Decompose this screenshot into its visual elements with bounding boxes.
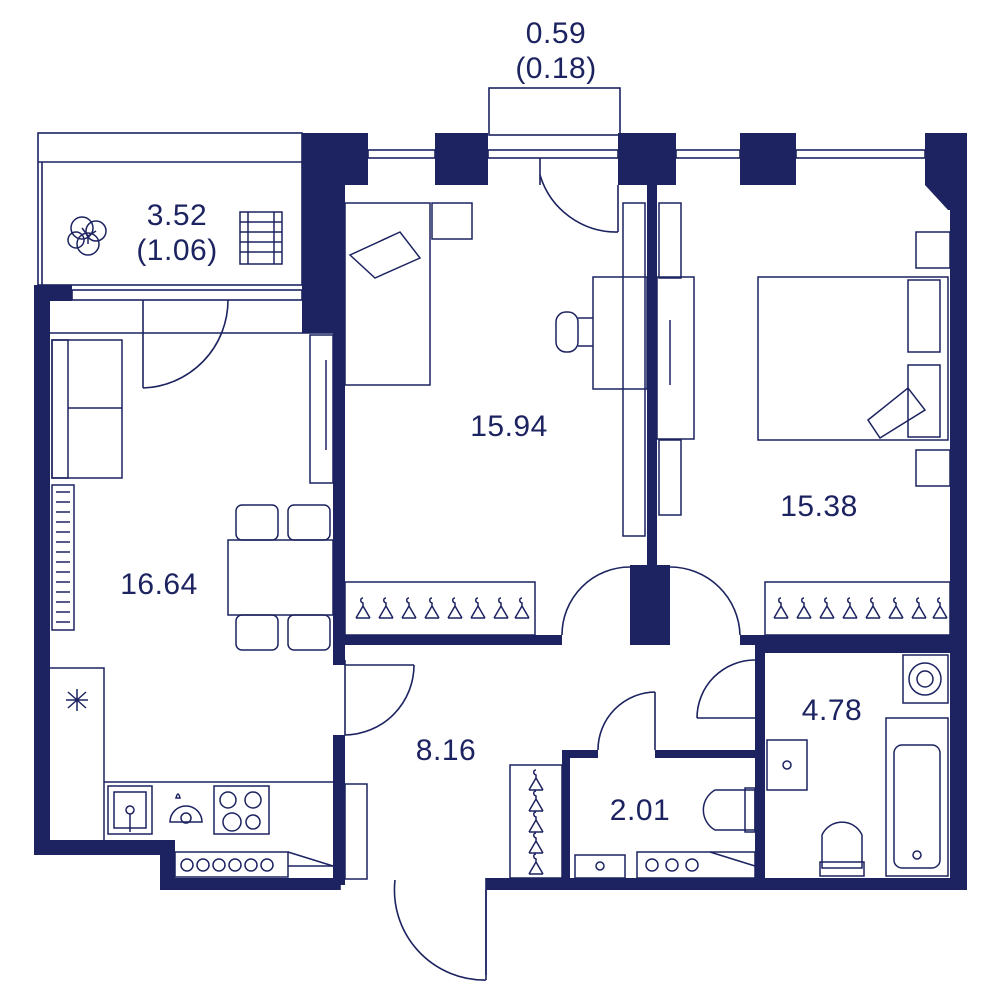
bathtub-icon: [885, 717, 949, 877]
bedroom-left-area: 15.94: [470, 410, 548, 443]
radiator-icon: [636, 851, 756, 879]
sink-icon: [766, 739, 808, 791]
plant-icon: [67, 216, 107, 256]
walls: [34, 133, 967, 890]
kitchen-counter: [50, 667, 333, 840]
kitchen-sink-icon: [107, 785, 153, 835]
balcony-large-area-reduced: (1.06): [136, 234, 217, 267]
sink-icon: [574, 854, 626, 879]
desk-icon: [555, 276, 648, 390]
radiator-icon: [174, 851, 334, 878]
sofa-icon: [51, 334, 334, 484]
toilet-icon: [819, 821, 865, 877]
living-kitchen-area: 16.64: [120, 568, 198, 601]
balcony-small-area-reduced: (0.18): [515, 52, 596, 85]
fan-icon: [66, 689, 88, 711]
washing-machine-icon: [902, 654, 949, 704]
toilet-area: 2.01: [610, 794, 670, 827]
single-bed-icon: [344, 202, 473, 386]
radiator-icon: [51, 484, 75, 631]
door-icon: [142, 158, 756, 981]
wardrobe-icon: [764, 581, 951, 636]
balcony-small-area: 0.59: [526, 17, 586, 50]
desk-icon: [656, 276, 695, 440]
dining-table-icon: [227, 504, 334, 651]
area-labels: 0.59 (0.18) 3.52 (1.06) 16.64 15.94 15.3…: [120, 17, 862, 827]
radiator-icon: [622, 202, 682, 537]
balcony-chair-icon: [239, 211, 283, 265]
stove-icon: [169, 785, 270, 835]
radiator-icon: [344, 783, 368, 880]
hallway-area: 8.16: [416, 734, 476, 767]
double-bed-icon: [757, 231, 951, 487]
bathroom-area: 4.78: [802, 694, 862, 727]
toilet-icon: [702, 787, 756, 833]
wardrobe-icon: [509, 764, 563, 879]
wardrobe-icon: [344, 581, 536, 636]
balcony-large-area: 3.52: [147, 199, 207, 232]
bedroom-right-area: 15.38: [780, 490, 858, 523]
